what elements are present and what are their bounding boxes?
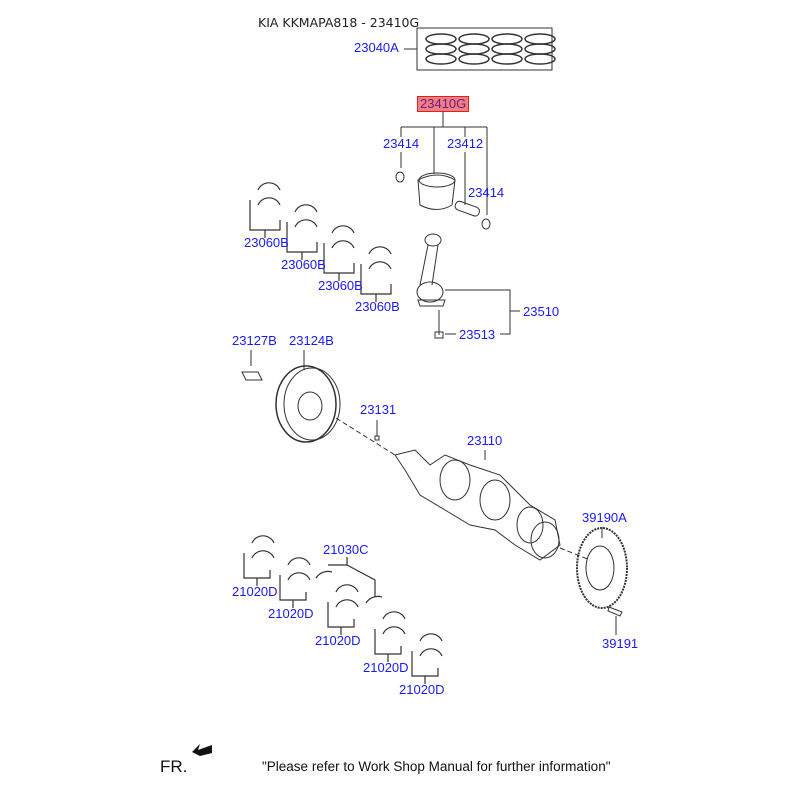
part-label-23127b[interactable]: 23127B xyxy=(232,333,277,348)
front-arrow-icon xyxy=(192,744,212,756)
piston-rings-drawing xyxy=(404,27,556,71)
main-bearings-drawing xyxy=(243,535,443,684)
part-label-23510[interactable]: 23510 xyxy=(523,304,560,319)
part-label-23412[interactable]: 23412 xyxy=(447,136,484,151)
part-label-23513[interactable]: 23513 xyxy=(459,327,496,342)
part-label-23110[interactable]: 23110 xyxy=(467,433,503,448)
footer-note: "Please refer to Work Shop Manual for fu… xyxy=(262,759,611,774)
part-label-21020d[interactable]: 21020D xyxy=(232,584,278,599)
part-label-23410g-highlighted[interactable]: 23410G xyxy=(417,96,470,112)
piston-leaders xyxy=(400,112,488,215)
part-label-23060b[interactable]: 23060B xyxy=(318,278,363,293)
flywheel-drawing xyxy=(576,527,628,635)
part-label-39190a[interactable]: 39190A xyxy=(582,510,627,525)
part-label-39191[interactable]: 39191 xyxy=(602,636,639,651)
front-direction-label: FR. xyxy=(160,757,188,776)
part-label-21020d[interactable]: 21020D xyxy=(268,606,314,621)
pulley-drawing xyxy=(241,350,396,456)
piston-drawing xyxy=(395,171,491,230)
part-label-23414[interactable]: 23414 xyxy=(468,185,505,200)
part-label-23414[interactable]: 23414 xyxy=(383,136,420,151)
connecting-rod-drawing xyxy=(416,233,520,339)
part-label-21020d[interactable]: 21020D xyxy=(399,682,445,697)
part-label-23124b[interactable]: 23124B xyxy=(289,333,334,348)
part-label-23040a[interactable]: 23040A xyxy=(354,40,399,55)
conrod-bearings-drawing xyxy=(249,182,392,302)
part-label-23060b[interactable]: 23060B xyxy=(281,257,326,272)
diagram-title: KIA KKMAPA818 - 23410G xyxy=(258,15,420,30)
part-label-21020d[interactable]: 21020D xyxy=(315,633,361,648)
part-label-23060b[interactable]: 23060B xyxy=(355,299,400,314)
part-label-23131[interactable]: 23131 xyxy=(360,402,397,417)
part-label-21030c[interactable]: 21030C xyxy=(323,542,369,557)
part-label-21020d[interactable]: 21020D xyxy=(363,660,409,675)
crankshaft-drawing xyxy=(394,449,591,561)
part-label-23060b[interactable]: 23060B xyxy=(244,235,289,250)
